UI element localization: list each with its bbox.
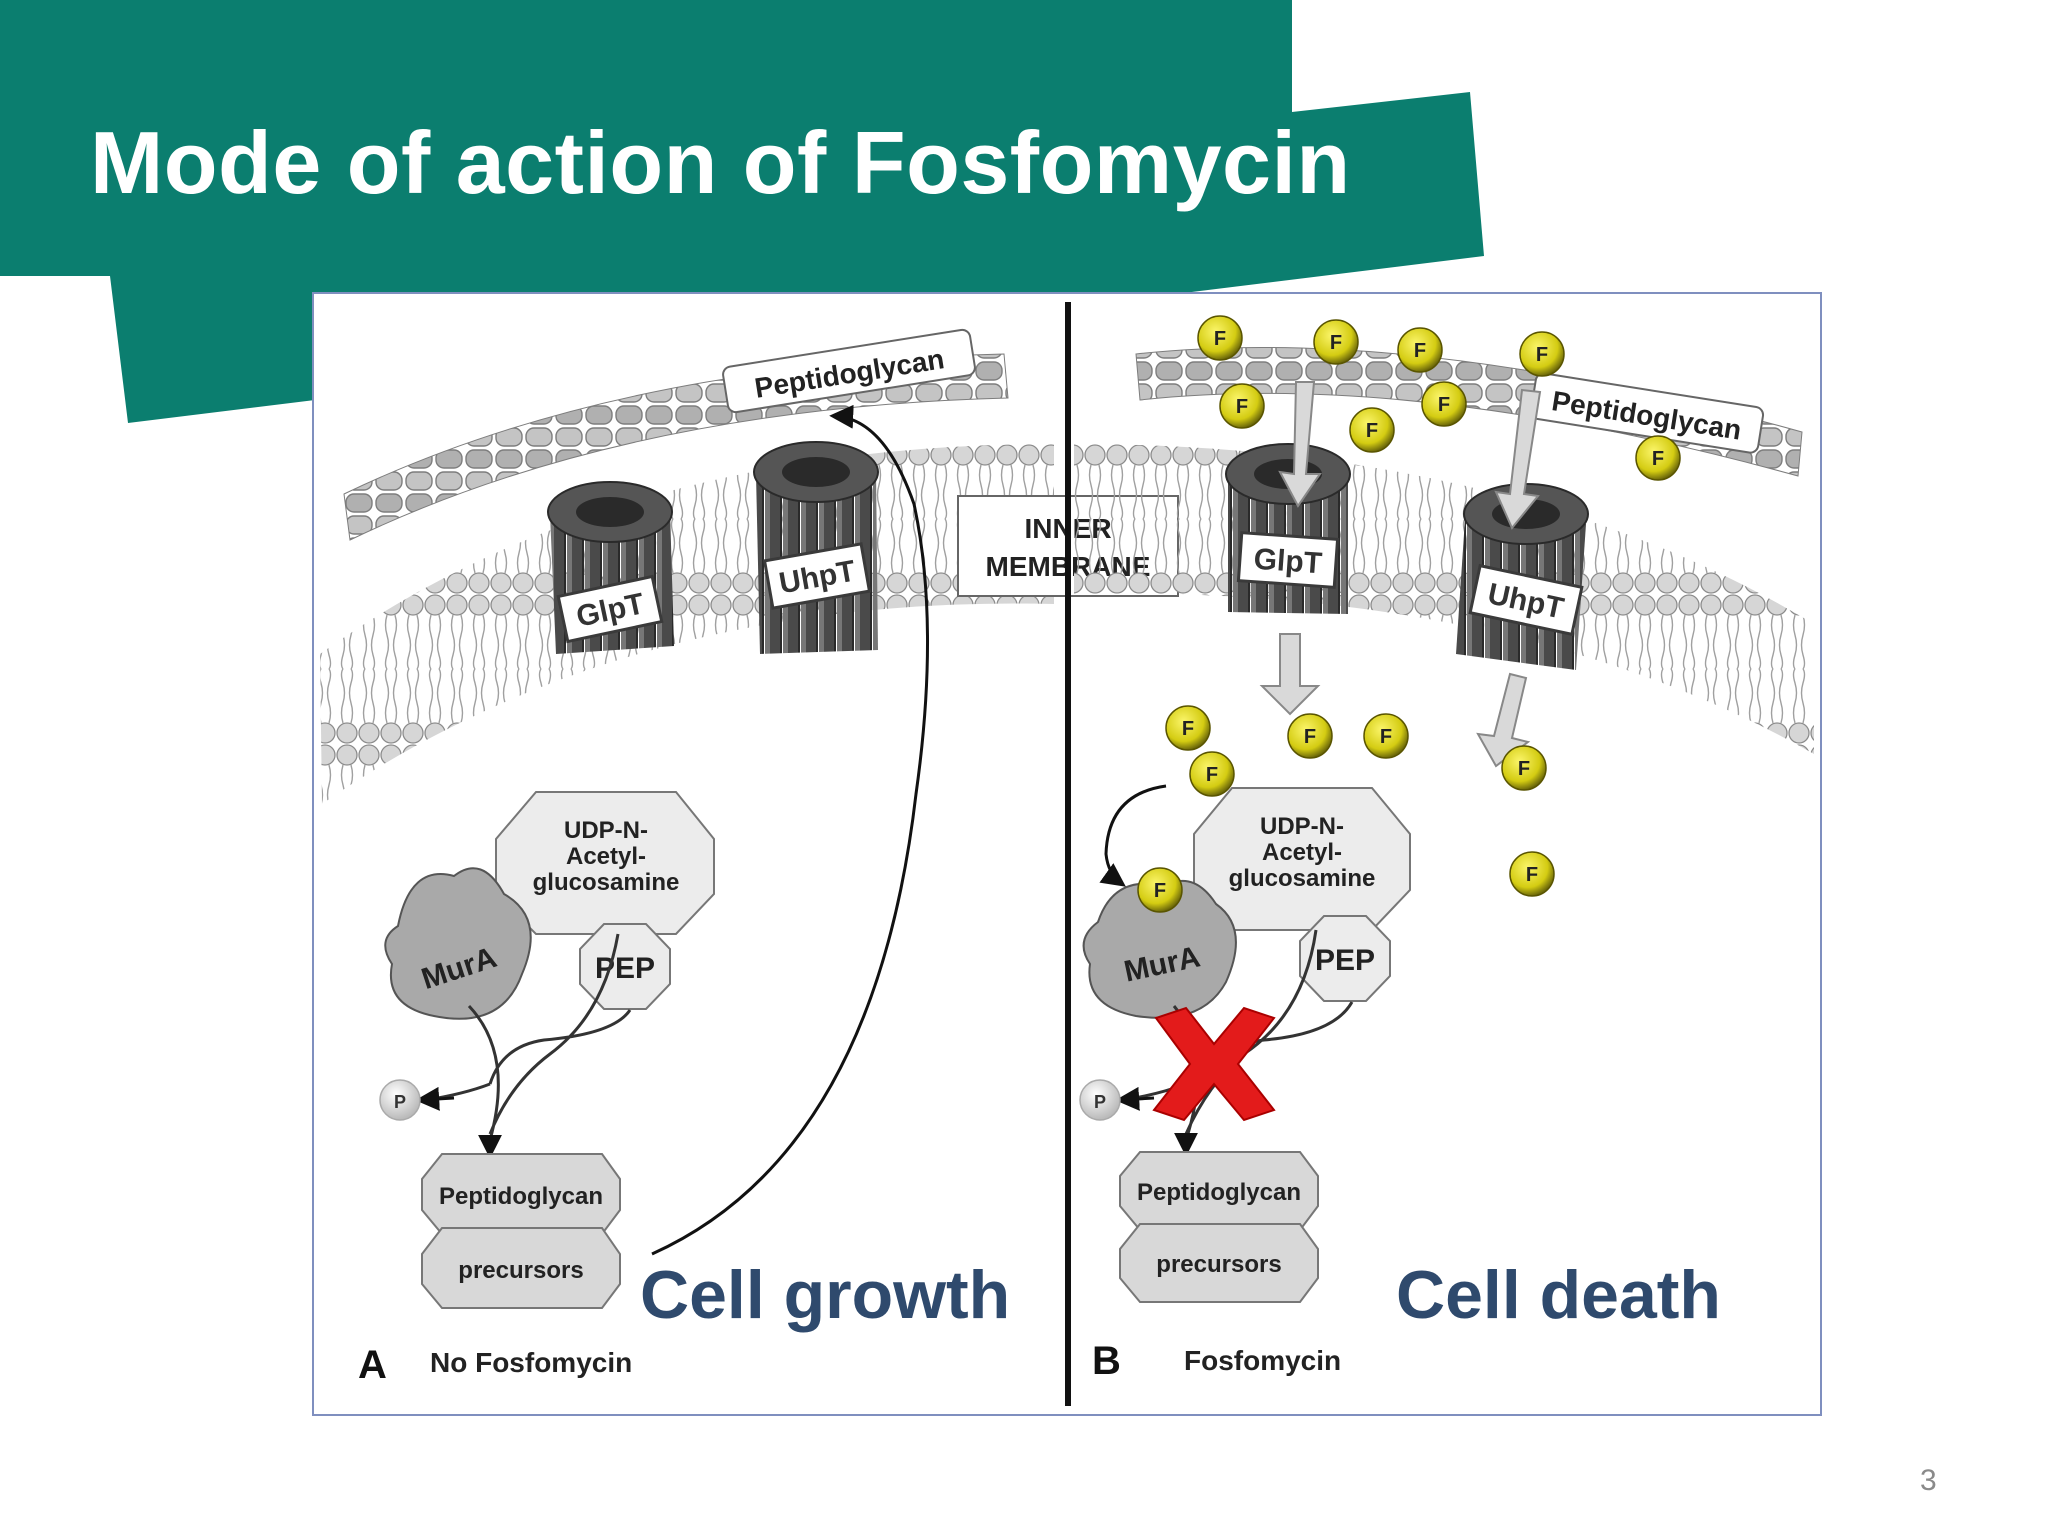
udp-nag-line3-a: glucosamine: [533, 869, 680, 896]
phosphate-label-b: P: [1094, 1092, 1106, 1112]
fosfomycin-molecule: F: [1363, 713, 1409, 759]
uptake-arrows-b: [1259, 381, 1542, 768]
fosfomycin-marker: F: [1380, 726, 1392, 748]
panel-b-caption: Fosfomycin: [1184, 1345, 1341, 1376]
precursor-line2-b: precursors: [1156, 1251, 1281, 1278]
fosfomycin-marker: F: [1206, 764, 1218, 786]
glpt-transporter-b: GlpT: [1225, 443, 1351, 614]
precursors-a: Peptidoglycan precursors: [421, 1153, 621, 1309]
pep-a: PEP: [579, 923, 671, 1010]
fosfomycin-molecule: F: [1165, 705, 1211, 751]
fosfomycin-molecule: F: [1287, 713, 1333, 759]
fosfomycin-mechanism-diagram: Peptidoglycan GlpT UhpT: [320, 302, 1814, 1406]
fosfomycin-molecule-bound: F: [1137, 867, 1183, 913]
precursor-line2-a: precursors: [458, 1257, 583, 1284]
mura-enzyme-a: MurA: [384, 867, 532, 1020]
inhibition-cross: [1152, 1006, 1276, 1122]
phosphate-a: P: [379, 1079, 421, 1121]
fosfomycin-molecule: F: [1313, 319, 1359, 365]
panel-b: Peptidoglycan GlpT UhpT: [1074, 315, 1814, 1383]
udp-nag-a: UDP-N- Acetyl- glucosamine: [495, 791, 715, 935]
reaction-lines-a: [425, 933, 632, 1141]
udp-nag-b: UDP-N- Acetyl- glucosamine: [1193, 787, 1411, 931]
uhpt-transporter-a: UhpT: [753, 441, 879, 654]
udp-nag-line1-a: UDP-N-: [564, 817, 648, 844]
pep-label-b: PEP: [1315, 944, 1375, 977]
fosfomycin-marker: F: [1652, 448, 1664, 470]
fosfomycin-molecule: F: [1635, 435, 1681, 481]
cell-growth-label: Cell growth: [640, 1257, 1010, 1333]
phosphate-b: P: [1079, 1079, 1121, 1121]
synthesis-arrow-a: [651, 404, 929, 1256]
uhpt-transporter-b: UhpT: [1456, 483, 1589, 670]
fosfomycin-molecule: F: [1349, 407, 1395, 453]
fosfomycin-marker: F: [1366, 420, 1378, 442]
mura-enzyme-b: MurA: [1082, 879, 1237, 1019]
pep-b: PEP: [1299, 915, 1391, 1002]
fosfomycin-marker: F: [1304, 726, 1316, 748]
fosfomycin-marker: F: [1414, 340, 1426, 362]
fosfomycin-marker: F: [1154, 880, 1166, 902]
fosfomycin-molecules: F F F F F F F F F F F F F F F: [1137, 315, 1681, 913]
udp-nag-line3-b: glucosamine: [1229, 865, 1376, 892]
glpt-label-b: GlpT: [1253, 543, 1323, 581]
precursor-line1-b: Peptidoglycan: [1137, 1179, 1301, 1206]
panel-b-letter: B: [1092, 1339, 1121, 1383]
fosfomycin-molecule: F: [1501, 745, 1547, 791]
inhibitor-binding-arrow: [1099, 784, 1167, 887]
figure-panel: Peptidoglycan GlpT UhpT: [312, 292, 1822, 1416]
fosfomycin-molecule: F: [1397, 327, 1443, 373]
precursor-line1-a: Peptidoglycan: [439, 1183, 603, 1210]
fosfomycin-molecule: F: [1519, 331, 1565, 377]
fosfomycin-molecule: F: [1197, 315, 1243, 361]
panel-a: Peptidoglycan GlpT UhpT: [320, 328, 1179, 1387]
fosfomycin-marker: F: [1526, 864, 1538, 886]
udp-nag-line1-b: UDP-N-: [1260, 813, 1344, 840]
fosfomycin-molecule: F: [1219, 383, 1265, 429]
panel-a-letter: A: [358, 1343, 387, 1387]
cell-death-label: Cell death: [1396, 1257, 1721, 1333]
page-number: 3: [1920, 1464, 1937, 1497]
panel-a-caption: No Fosfomycin: [430, 1347, 632, 1378]
precursors-b: Peptidoglycan precursors: [1119, 1151, 1319, 1303]
fosfomycin-marker: F: [1536, 344, 1548, 366]
udp-nag-line2-a: Acetyl-: [566, 843, 646, 870]
fosfomycin-marker: F: [1330, 332, 1342, 354]
udp-nag-line2-b: Acetyl-: [1262, 839, 1342, 866]
fosfomycin-marker: F: [1518, 758, 1530, 780]
fosfomycin-marker: F: [1438, 394, 1450, 416]
fosfomycin-molecule: F: [1509, 851, 1555, 897]
glpt-transporter-a: GlpT: [547, 481, 674, 654]
slide-title: Mode of action of Fosfomycin: [90, 113, 1351, 212]
fosfomycin-molecule: F: [1421, 381, 1467, 427]
fosfomycin-molecule: F: [1189, 751, 1235, 797]
fosfomycin-marker: F: [1182, 718, 1194, 740]
fosfomycin-marker: F: [1214, 328, 1226, 350]
phosphate-label-a: P: [394, 1092, 406, 1112]
fosfomycin-marker: F: [1236, 396, 1248, 418]
